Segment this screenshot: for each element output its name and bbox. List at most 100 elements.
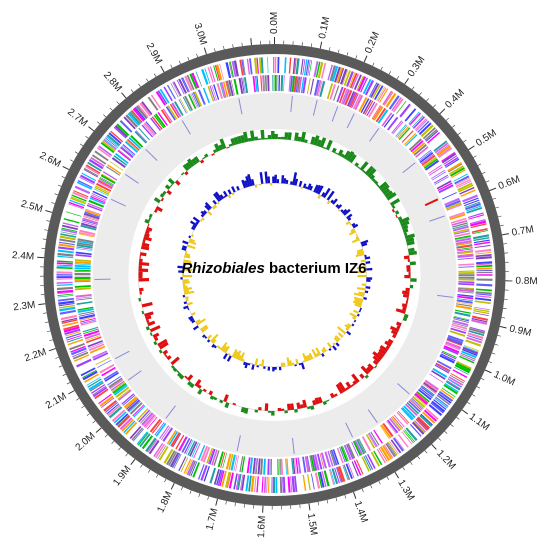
scale-minor-tick <box>396 75 400 80</box>
cds-reverse-gene <box>446 204 462 211</box>
cds-forward-gene <box>419 414 433 427</box>
cds-forward-gene <box>92 385 107 396</box>
gc-content-bar <box>396 325 401 330</box>
gc-skew-bar <box>356 313 360 317</box>
cds-reverse-gene <box>417 388 432 401</box>
gc-content-bar <box>138 261 150 266</box>
cds-forward-gene <box>328 469 335 485</box>
cds-forward-gene <box>459 186 475 195</box>
cds-reverse-gene <box>351 441 359 457</box>
cds-reverse-gene <box>246 457 251 474</box>
gc-skew-bar <box>353 296 364 302</box>
cds-forward-gene <box>98 145 113 157</box>
cds-reverse-gene <box>319 81 326 98</box>
cds-reverse-gene <box>135 130 148 143</box>
gc-skew-bar <box>332 342 336 346</box>
gc-content-bar <box>364 165 375 176</box>
gc-skew-bar <box>305 355 310 362</box>
gc-skew-bar <box>361 242 368 247</box>
cds-forward-gene <box>241 59 245 76</box>
cds-forward-gene <box>76 358 92 368</box>
gc-skew-bar <box>349 312 357 318</box>
scale-major-tick <box>308 503 311 511</box>
scale-minor-tick <box>198 493 201 498</box>
cds-reverse-gene <box>342 89 351 105</box>
cds-reverse-gene <box>424 159 440 171</box>
cds-forward-gene <box>128 111 141 125</box>
gc-skew-bar <box>286 357 290 367</box>
cds-reverse-gene <box>454 235 471 240</box>
gc-content-bar <box>392 333 397 339</box>
cds-forward-gene <box>119 120 133 133</box>
cds-reverse-gene <box>76 297 93 301</box>
cds-forward-gene <box>201 68 209 85</box>
cds-forward-gene <box>157 445 167 460</box>
scale-minor-tick <box>138 83 141 87</box>
cds-forward-gene <box>56 262 73 265</box>
cds-forward-gene <box>57 249 74 254</box>
gc-content-bar <box>277 407 282 411</box>
gc-skew-bar <box>317 194 322 199</box>
gc-skew-bar <box>276 179 280 184</box>
gc-skew-bar <box>346 323 352 328</box>
scale-minor-tick <box>411 86 415 90</box>
cds-forward-gene <box>216 469 222 486</box>
cds-reverse-gene <box>424 381 438 392</box>
cds-reverse-gene <box>440 353 456 362</box>
gc-content-bar <box>213 396 218 401</box>
cds-reverse-gene <box>172 433 182 448</box>
scale-minor-tick <box>491 352 496 355</box>
cds-reverse-gene <box>191 92 199 108</box>
gc-skew-bar <box>218 346 222 350</box>
cds-forward-gene <box>89 382 104 392</box>
scale-minor-tick <box>503 307 507 310</box>
cds-forward-gene <box>313 61 319 78</box>
gc-skew-bar <box>298 180 303 187</box>
gc-content-bar <box>357 166 361 169</box>
gc-content-bar <box>372 359 379 366</box>
cds-forward-gene <box>474 300 491 305</box>
cds-forward-gene <box>364 455 374 470</box>
gc-skew-bar <box>182 240 189 245</box>
cds-reverse-gene <box>78 233 95 238</box>
cds-reverse-gene <box>408 400 421 413</box>
cds-forward-gene <box>370 82 380 98</box>
cds-forward-gene <box>207 67 214 83</box>
cds-forward-gene <box>473 308 490 313</box>
cds-forward-gene <box>302 59 306 76</box>
gc-content-bar <box>322 400 327 406</box>
cds-forward-gene <box>197 464 205 480</box>
scale-minor-tick <box>76 398 80 401</box>
cds-forward-gene <box>213 469 220 485</box>
cds-reverse-gene <box>453 318 469 323</box>
gc-skew-bar <box>259 363 262 367</box>
cds-forward-gene <box>137 104 149 118</box>
cds-reverse-gene <box>243 77 249 94</box>
cds-reverse-gene <box>457 287 475 290</box>
cds-forward-gene <box>178 78 187 94</box>
cds-forward-gene <box>130 110 142 124</box>
gc-skew-bar <box>216 345 220 349</box>
cds-forward-gene <box>103 138 117 150</box>
cds-reverse-gene <box>445 342 461 350</box>
gc-skew-bar <box>250 179 255 186</box>
cds-reverse-gene <box>78 231 95 237</box>
cds-reverse-gene <box>451 323 468 330</box>
cds-reverse-gene <box>409 399 423 411</box>
cds-reverse-gene <box>398 410 410 424</box>
gc-content-bar <box>208 390 214 396</box>
rna-gene-marker <box>290 95 293 112</box>
cds-reverse-gene <box>179 98 188 113</box>
scale-tick-label: 0.2M <box>363 30 382 55</box>
scale-minor-tick <box>130 89 134 93</box>
cds-reverse-gene <box>270 458 272 475</box>
gc-skew-bar <box>347 217 352 221</box>
gc-content-bar <box>162 349 169 355</box>
cds-reverse-gene <box>74 275 91 277</box>
cds-forward-gene <box>136 431 148 445</box>
gc-content-bar <box>395 214 398 219</box>
cds-reverse-gene <box>97 179 113 189</box>
cds-forward-gene <box>404 429 416 443</box>
cds-forward-gene <box>363 455 372 471</box>
cds-forward-gene <box>448 376 464 386</box>
